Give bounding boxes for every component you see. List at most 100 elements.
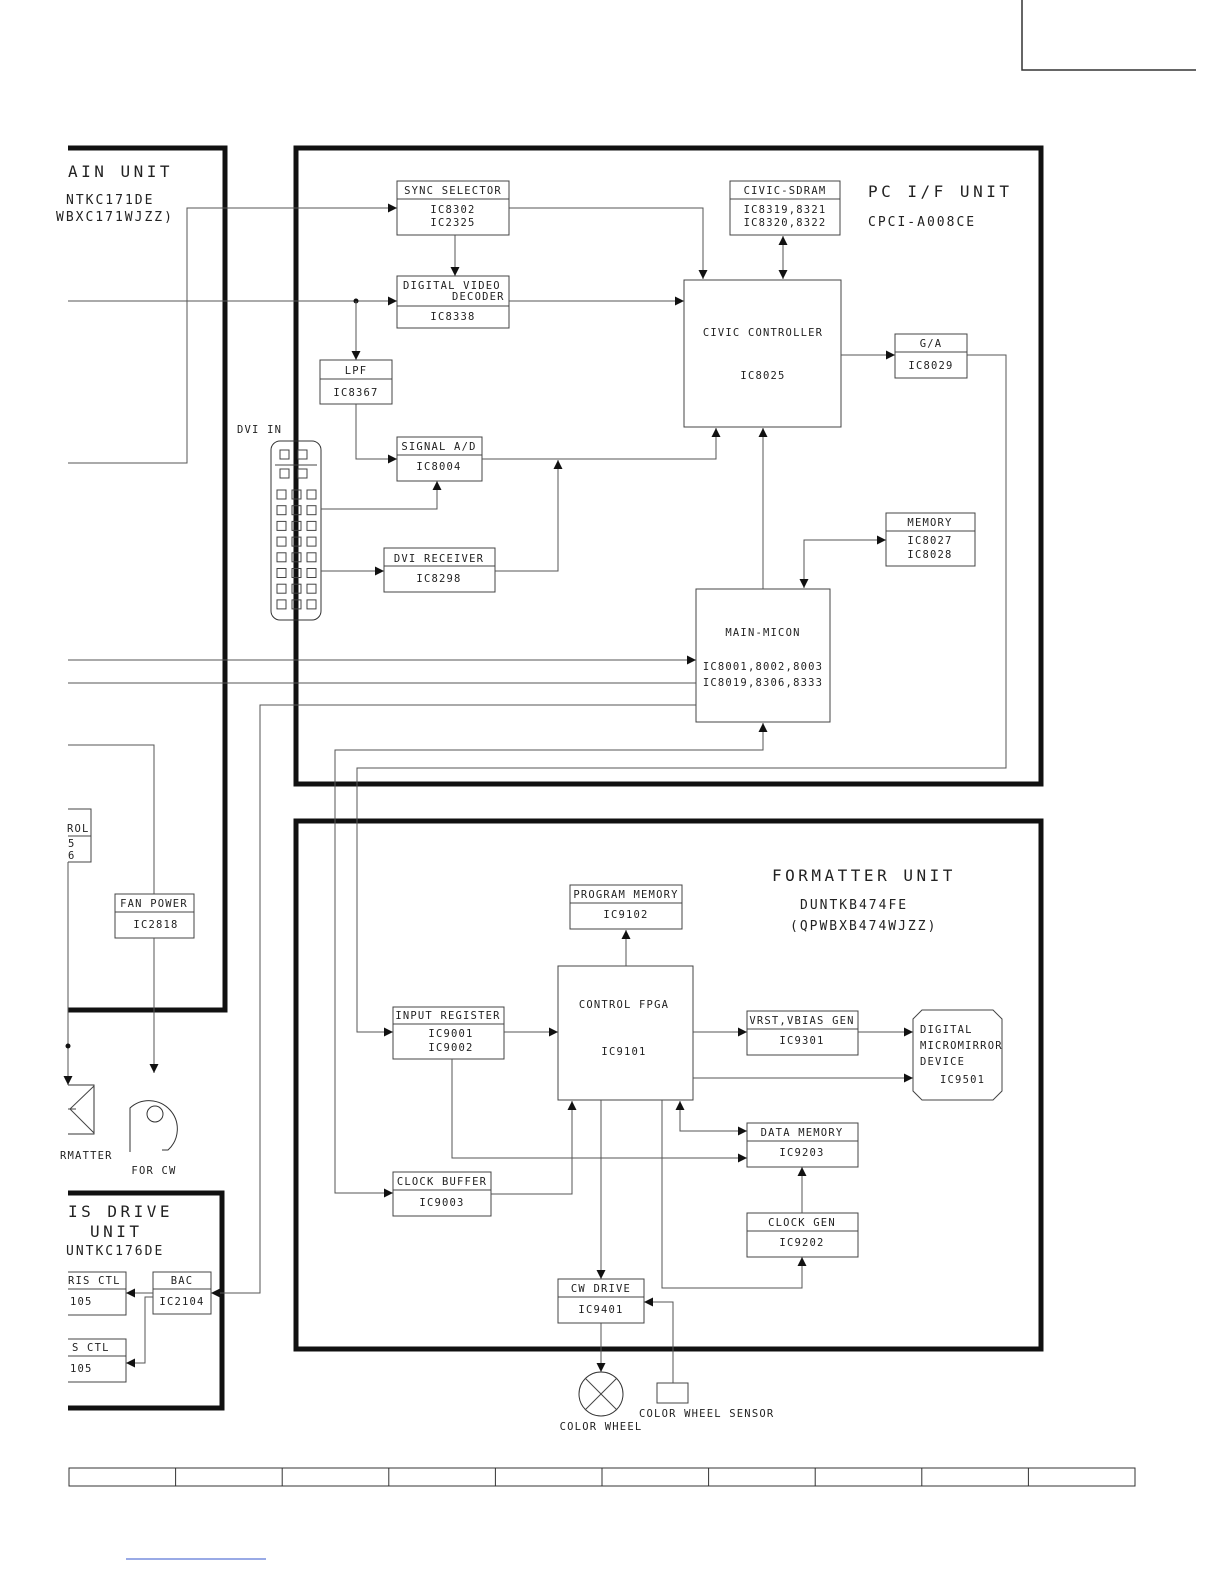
svg-text:IC9203: IC9203	[779, 1147, 824, 1159]
svg-text:IC9001: IC9001	[428, 1028, 473, 1040]
svg-text:105: 105	[70, 1363, 93, 1375]
dvi-pin	[291, 552, 302, 563]
data-memory-block: DATA MEMORY IC9203	[746, 1122, 859, 1168]
dvi-pin	[276, 583, 287, 594]
civic-sdram-block: CIVIC-SDRAM IC8319,8321 IC8320,8322	[729, 180, 841, 236]
dvi-pin	[306, 552, 317, 563]
fan-power-block: FAN POWER IC2818	[114, 893, 195, 939]
signal-wires	[63, 203, 1007, 1383]
pcif-unit-part: CPCI-A008CE	[868, 215, 976, 230]
svg-text:DEVICE: DEVICE	[920, 1056, 965, 1068]
dvi-pin	[276, 536, 287, 547]
svg-text:5: 5	[68, 838, 76, 850]
dvi-pin	[276, 489, 287, 500]
svg-text:IC8367: IC8367	[333, 387, 378, 399]
svg-text:INPUT REGISTER: INPUT REGISTER	[395, 1010, 500, 1022]
svg-text:IC8298: IC8298	[416, 573, 461, 585]
svg-text:105: 105	[70, 1296, 93, 1308]
svg-text:IC9102: IC9102	[603, 909, 648, 921]
svg-text:S CTL: S CTL	[72, 1342, 110, 1354]
svg-text:ROL: ROL	[67, 823, 90, 835]
svg-text:RIS CTL: RIS CTL	[68, 1275, 121, 1287]
dvi-pin	[276, 520, 287, 531]
svg-text:IC2104: IC2104	[159, 1296, 204, 1308]
pcif-unit-title: PC I/F UNIT	[868, 182, 1012, 201]
svg-text:PROGRAM MEMORY: PROGRAM MEMORY	[573, 889, 678, 901]
dvi-pin	[291, 599, 302, 610]
svg-text:IC2818: IC2818	[133, 919, 178, 931]
vrst-vbias-gen-block: VRST,VBIAS GEN IC9301	[746, 1010, 859, 1056]
control-fpga-block: CONTROL FPGA IC9101	[557, 965, 694, 1101]
dvi-connector	[270, 440, 322, 621]
svg-text:BAC: BAC	[171, 1275, 194, 1287]
sync-selector-block: SYNC SELECTOR IC8302 IC2325	[396, 180, 510, 236]
main-unit-title: AIN UNIT	[68, 162, 173, 181]
dvi-pin	[306, 536, 317, 547]
dvi-pin	[306, 599, 317, 610]
clock-buffer-block: CLOCK BUFFER IC9003	[392, 1171, 492, 1217]
color-wheel-label: COLOR WHEEL	[560, 1421, 643, 1433]
svg-text:IC8338: IC8338	[430, 311, 475, 323]
iris-unit-frame	[68, 1190, 225, 1411]
digital-video-decoder-block: DIGITAL VIDEO DECODER IC8338	[396, 275, 510, 329]
formatter-unit-frame	[293, 818, 1044, 1352]
svg-text:CLOCK GEN: CLOCK GEN	[768, 1217, 836, 1229]
svg-text:G/A: G/A	[920, 338, 943, 350]
formatter-unit-part: DUNTKB474FE	[800, 898, 908, 913]
svg-text:IC8019,8306,8333: IC8019,8306,8333	[703, 677, 823, 689]
svg-text:IC8302: IC8302	[430, 204, 475, 216]
svg-text:IC8028: IC8028	[907, 549, 952, 561]
memory-block: MEMORY IC8027 IC8028	[885, 512, 976, 567]
svg-text:IC9101: IC9101	[601, 1046, 646, 1058]
dvi-pin	[276, 568, 287, 578]
iris-ctl-block-1: RIS CTL 105	[68, 1271, 127, 1316]
dvi-pin	[306, 568, 317, 578]
main-unit-part: NTKC171DE	[66, 193, 154, 208]
dvi-pin	[306, 489, 317, 500]
dmd-block: DIGITAL MICROMIRROR DEVICE IC9501	[912, 1009, 1003, 1101]
svg-text:FAN POWER: FAN POWER	[120, 898, 188, 910]
svg-text:6: 6	[68, 850, 76, 862]
dvi-pin	[276, 599, 287, 610]
svg-text:SIGNAL A/D: SIGNAL A/D	[401, 441, 476, 453]
rol-block: ROL 5 6	[67, 808, 92, 863]
clock-gen-block: CLOCK GEN IC9202	[746, 1212, 859, 1258]
svg-text:IC9202: IC9202	[779, 1237, 824, 1249]
svg-text:IC8025: IC8025	[740, 370, 785, 382]
svg-text:IC9301: IC9301	[779, 1035, 824, 1047]
formatter-unit-title: FORMATTER UNIT	[772, 866, 956, 885]
dvi-pin	[291, 520, 302, 531]
cw-fan-icon	[129, 1100, 178, 1152]
svg-text:IC8027: IC8027	[907, 535, 952, 547]
main-micon-block: MAIN-MICON IC8001,8002,8003 IC8019,8306,…	[695, 588, 831, 723]
svg-text:DVI RECEIVER: DVI RECEIVER	[394, 553, 484, 565]
svg-text:IC8320,8322: IC8320,8322	[744, 217, 827, 229]
formatter-fan-label: RMATTER	[60, 1150, 113, 1162]
program-memory-block: PROGRAM MEMORY IC9102	[569, 884, 683, 930]
svg-text:IC9002: IC9002	[428, 1042, 473, 1054]
dvi-pin	[291, 583, 302, 594]
svg-text:CONTROL FPGA: CONTROL FPGA	[579, 999, 669, 1011]
svg-text:IC9401: IC9401	[578, 1304, 623, 1316]
svg-text:CIVIC CONTROLLER: CIVIC CONTROLLER	[703, 327, 823, 339]
lpf-block: LPF IC8367	[319, 359, 393, 405]
corner-mark	[1021, 0, 1196, 71]
dvi-pin	[276, 505, 287, 516]
svg-text:LPF: LPF	[345, 365, 368, 377]
svg-text:DATA MEMORY: DATA MEMORY	[761, 1127, 844, 1139]
dvi-pin	[291, 489, 302, 500]
dvi-in-label: DVI IN	[237, 424, 282, 436]
main-unit-pwb: WBXC171WJZZ)	[56, 210, 174, 225]
formatter-unit-pwb: (QPWBXB474WJZZ)	[790, 919, 937, 934]
svg-text:IC8029: IC8029	[908, 360, 953, 372]
svg-text:IC9501: IC9501	[940, 1074, 985, 1086]
svg-text:SYNC SELECTOR: SYNC SELECTOR	[404, 185, 502, 197]
color-wheel-icon	[578, 1371, 624, 1417]
iris-unit-part: UNTKC176DE	[66, 1244, 164, 1259]
dvi-receiver-block: DVI RECEIVER IC8298	[383, 547, 496, 593]
svg-text:CLOCK BUFFER: CLOCK BUFFER	[397, 1176, 487, 1188]
dvi-pin	[306, 520, 317, 531]
bac-block: BAC IC2104	[152, 1271, 212, 1315]
iris-unit-title2: UNIT	[90, 1222, 143, 1241]
